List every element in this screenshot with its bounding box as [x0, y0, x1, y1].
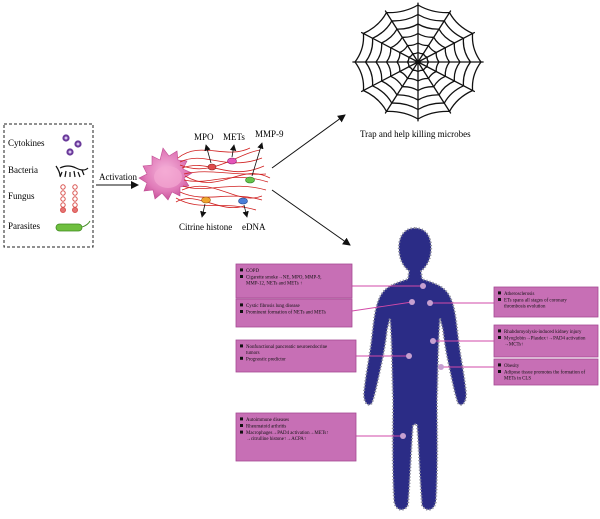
stimuli-box — [3, 123, 94, 248]
label-mets: METs — [223, 132, 245, 142]
disease-box-bg — [235, 339, 357, 373]
disease-bullet-text: Cigarette smoke→NE, MPO, MMP-9,MMP-12, N… — [246, 276, 322, 287]
cytokine-dots-icon — [62, 134, 82, 156]
bullet-icon — [240, 356, 243, 360]
disease-box-bg — [235, 263, 353, 299]
citrine-histone-marker-icon — [201, 196, 211, 204]
mmp9-marker-icon — [245, 176, 255, 184]
disease-bullet-text: Adipose tissue promotes the formation of… — [504, 371, 585, 382]
immune-cell-icon — [138, 147, 193, 201]
bullet-icon — [240, 417, 243, 421]
web-caption: Trap and help killing microbes — [360, 129, 471, 139]
net-fibers — [175, 147, 271, 211]
arrow-to-web — [271, 114, 346, 169]
disease-bullet-text: Atherosclerosis — [504, 292, 535, 297]
bullet-icon — [240, 275, 243, 278]
bullet-icon — [498, 363, 501, 367]
parasite-icon — [55, 220, 91, 232]
arrow-to-body — [271, 189, 351, 246]
edna-marker-icon — [238, 197, 248, 205]
spider-web-icon — [352, 2, 484, 122]
bullet-icon — [498, 298, 501, 301]
disease-box-bg — [493, 286, 599, 318]
mpo-arrow — [204, 144, 212, 164]
stimulus-label-cytokines: Cytokines — [8, 138, 45, 148]
label-mpo: MPO — [194, 132, 214, 142]
mpo-marker-icon — [207, 163, 217, 171]
mmp9-arrow — [251, 142, 264, 177]
disease-bullet-text: Cystic fibrosis lung disease — [246, 304, 300, 309]
leader-lines — [351, 283, 494, 439]
disease-bullet-text: Prominent formation of NETs and METs — [246, 311, 326, 316]
mets-marker-icon — [227, 157, 237, 165]
mets-arrow — [229, 144, 237, 158]
bullet-icon — [240, 344, 243, 348]
label-citrine-histone: Citrine histone — [179, 222, 232, 232]
disease-boxes: COPD Cigarette smoke→NE, MPO, MMP-9,MMP-1… — [235, 263, 599, 462]
bullet-icon — [498, 329, 501, 333]
disease-bullet-text: Prognostic predictor — [246, 357, 286, 362]
bullet-icon — [240, 310, 243, 313]
disease-bullet-text: Rheumatoid arthritis — [246, 425, 286, 430]
disease-bullet-text: Rhabdomyolysis-induced kidney injury — [504, 330, 582, 335]
fungus-icon — [60, 184, 78, 213]
disease-bullet-text: COPD — [246, 269, 260, 274]
stimulus-label-fungus: Fungus — [8, 191, 35, 201]
disease-box-bg — [235, 298, 353, 328]
label-mmp9: MMP-9 — [255, 129, 284, 139]
activation-label: Activation — [99, 172, 137, 182]
bullet-icon — [240, 268, 243, 272]
bullet-icon — [498, 291, 501, 295]
stimulus-label-parasites: Parasites — [8, 221, 40, 231]
disease-box-bg — [493, 324, 599, 358]
bullet-icon — [240, 430, 243, 434]
disease-bullet-text: Myoglobin→Plasdex↑→PAD4 activation→MCTs↑ — [504, 337, 586, 348]
edna-arrow — [242, 204, 249, 218]
bullet-icon — [240, 303, 243, 307]
disease-bullet-text: Macrophages→PAD4 activation→METs↑→citrul… — [246, 431, 329, 442]
disease-bullet-text: Autoimmune diseases — [246, 418, 289, 423]
citrine-arrow — [200, 203, 207, 218]
label-edna: eDNA — [242, 222, 266, 232]
bullet-icon — [498, 336, 501, 339]
disease-bullet-text: Obesity — [504, 364, 520, 369]
disease-box-kidney-injury: Rhabdomyolysis-induced kidney injuryMyog… — [493, 324, 599, 358]
disease-box-bg — [235, 412, 357, 462]
bullet-icon — [498, 370, 501, 373]
stimulus-label-bacteria: Bacteria — [8, 165, 38, 175]
bacteria-icon — [55, 165, 89, 178]
disease-box-copd: COPD Cigarette smoke→NE, MPO, MMP-9,MMP-1… — [235, 263, 353, 299]
disease-box-bg — [493, 358, 599, 386]
bullet-icon — [240, 424, 243, 427]
human-body-icon — [362, 226, 468, 511]
